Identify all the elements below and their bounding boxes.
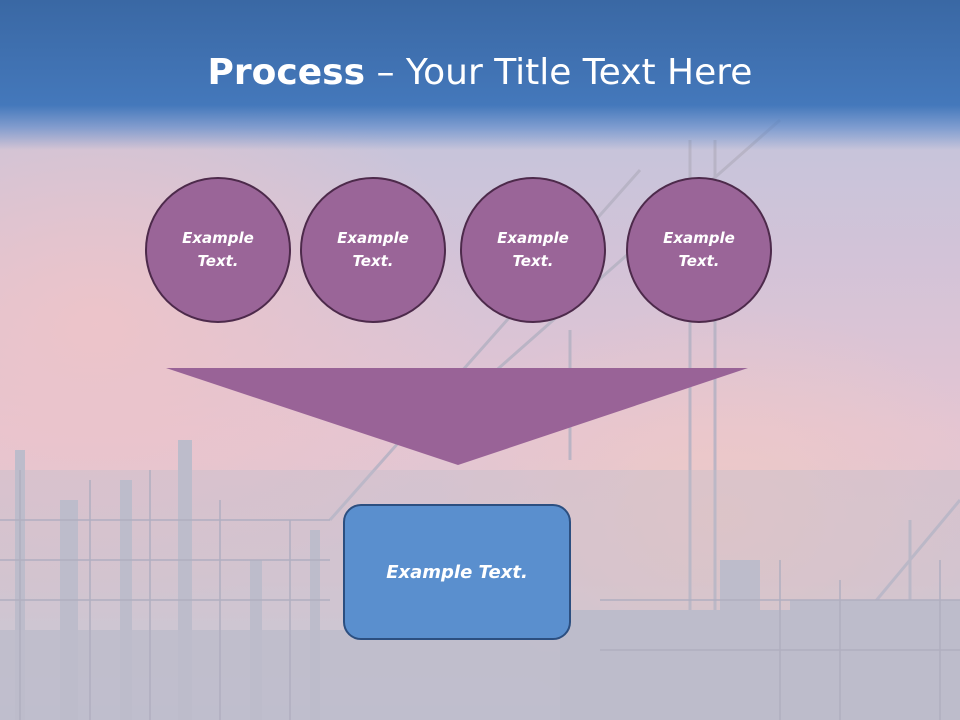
result-label: Example Text. [386,561,528,583]
step-label: Example Text. [337,229,409,270]
step-circle-4[interactable]: Example Text. [626,177,772,323]
step-label: Example Text. [663,229,735,270]
slide-title: Process – Your Title Text Here [0,52,960,93]
step-circle-2[interactable]: Example Text. [300,177,446,323]
step-circle-3[interactable]: Example Text. [460,177,606,323]
title-band [0,0,960,150]
result-box[interactable]: Example Text. [343,504,571,640]
step-label: Example Text. [182,229,254,270]
step-circle-1[interactable]: Example Text. [145,177,291,323]
slide-title-bold: Process [207,52,366,93]
slide-title-rest: – Your Title Text Here [365,52,753,93]
step-label: Example Text. [497,229,569,270]
